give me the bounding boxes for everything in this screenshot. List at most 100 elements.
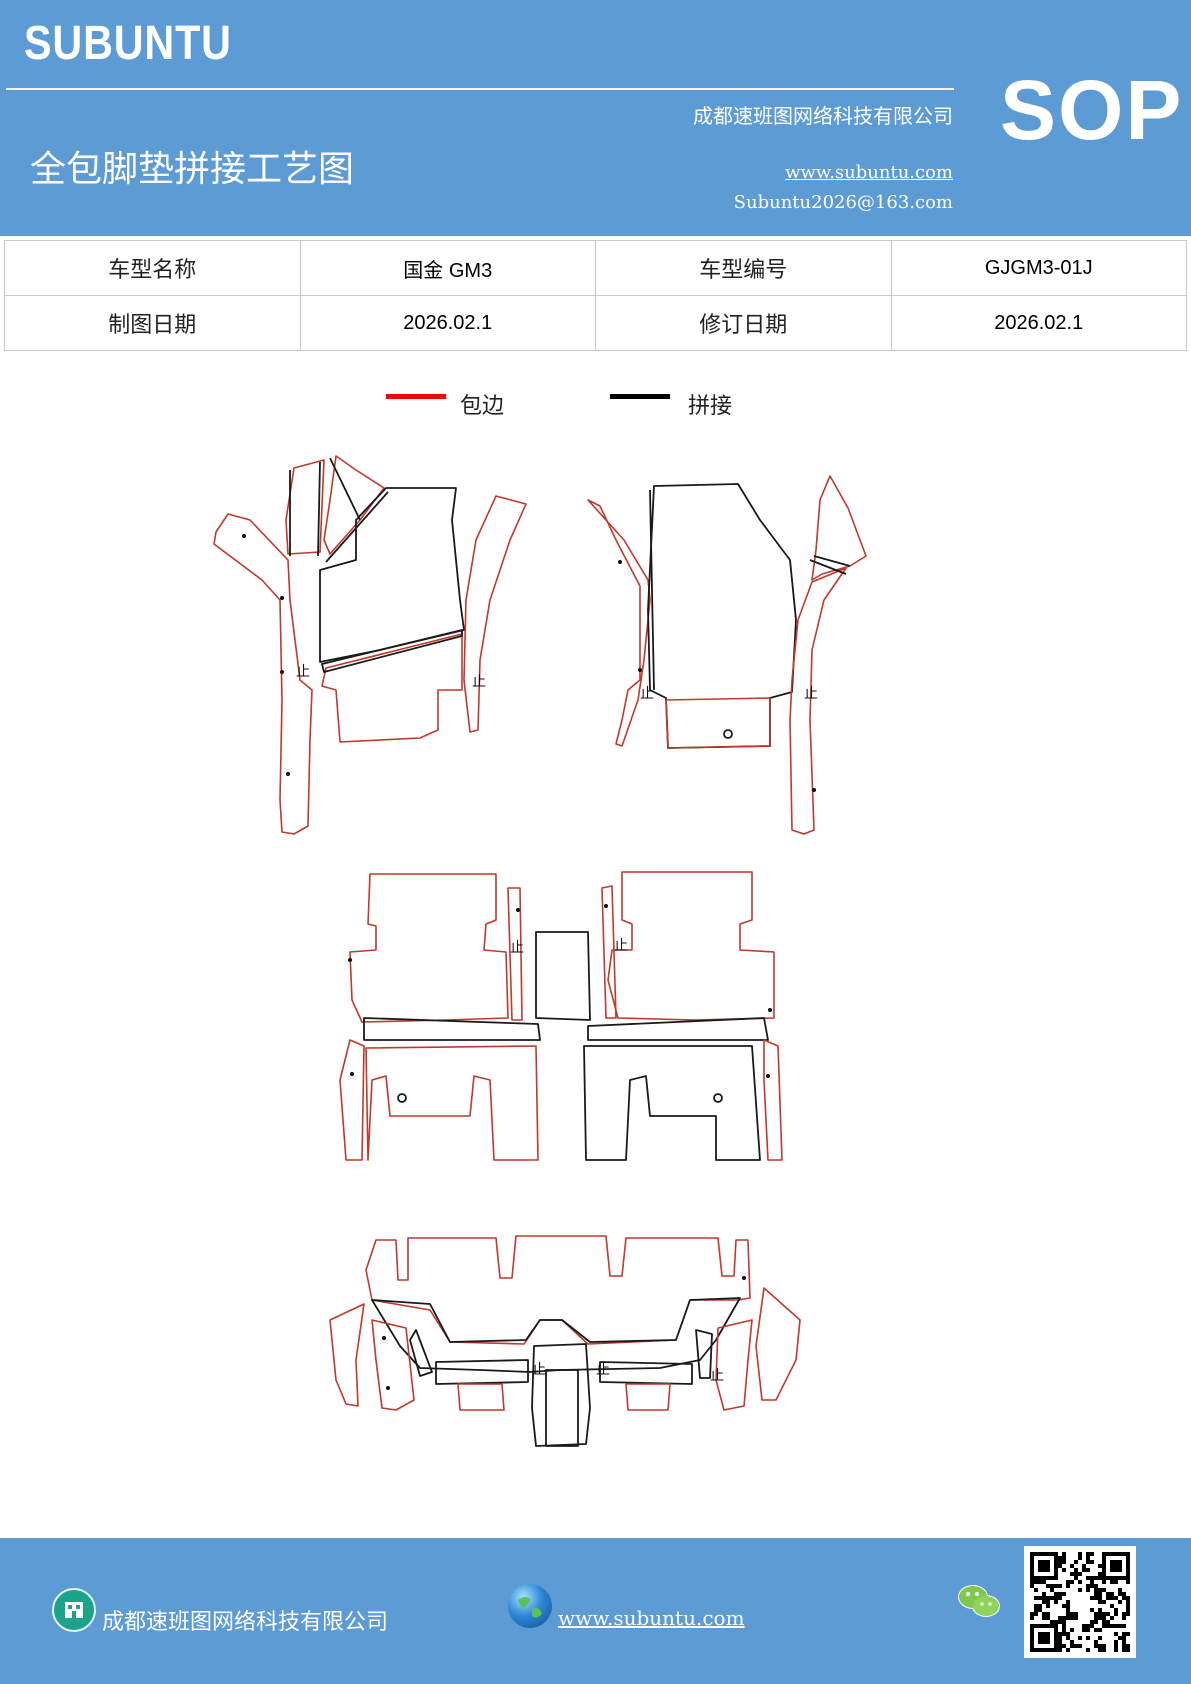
pin-dot (382, 1336, 386, 1340)
middle-left-mats (339, 873, 591, 1161)
document-code: SOP (1000, 63, 1184, 157)
mat-piece (321, 629, 463, 673)
mat-piece (545, 1369, 579, 1447)
legend-swatch-edging (386, 394, 446, 399)
company-name: 成都速班图网络科技有限公司 (693, 104, 953, 128)
mat-piece (587, 1017, 769, 1041)
legend-label-seam: 拼接 (688, 394, 733, 419)
mat-piece (599, 1361, 693, 1385)
mat-piece (409, 1329, 433, 1377)
mat-piece (587, 499, 651, 747)
clip-hole (723, 729, 733, 739)
stop-marker: 止 (614, 938, 628, 954)
stop-marker: 止 (596, 1362, 610, 1378)
qr-code[interactable] (1024, 1546, 1136, 1658)
mat-piece (363, 1017, 541, 1041)
mat-piece (457, 1383, 505, 1411)
mat-piece (329, 1303, 365, 1407)
mat-piece (811, 475, 867, 581)
pin-dot (604, 904, 608, 908)
pin-dot (242, 534, 246, 538)
pin-dot (348, 958, 352, 962)
mat-piece (371, 1297, 741, 1373)
pin-dot (766, 1074, 770, 1078)
draw-date-value: 2026.02.1 (299, 295, 596, 351)
footer-banner: 成都速班图网络科技有限公司 www.subuntu.com (0, 1538, 1191, 1684)
info-table: 车型名称 国金 GM3 车型编号 GJGM3-01J 制图日期 2026.02.… (4, 240, 1187, 351)
mat-piece (647, 483, 797, 749)
clip-hole (713, 1093, 723, 1103)
building-icon (52, 1588, 96, 1632)
mat-piece (339, 1039, 365, 1161)
front-left-mats (213, 455, 527, 835)
mat-piece (371, 1319, 415, 1411)
pin-dot (286, 772, 290, 776)
mat-piece (583, 1045, 761, 1161)
clip-hole (397, 1093, 407, 1103)
wechat-icon[interactable] (956, 1582, 1002, 1622)
mat-piece (531, 1343, 591, 1447)
pin-dot (618, 560, 622, 564)
table-row: 车型名称 国金 GM3 车型编号 GJGM3-01J (4, 240, 1187, 296)
model-code-label: 车型编号 (595, 240, 892, 296)
mat-piece (763, 1039, 783, 1161)
website-link[interactable]: www.subuntu.com (785, 162, 953, 183)
mat-piece (321, 633, 463, 743)
header-banner: SUBUNTU SOP 成都速班图网络科技有限公司 全包脚垫拼接工艺图 www.… (0, 0, 1191, 236)
pin-dot (386, 1386, 390, 1390)
mat-piece (607, 871, 775, 1021)
mat-piece (319, 487, 465, 663)
middle-right-mats (583, 871, 783, 1161)
mat-piece (285, 459, 325, 555)
mat-piece (715, 1319, 753, 1411)
mat-piece (507, 887, 523, 1021)
model-code-value: GJGM3-01J (890, 240, 1187, 296)
stop-marker: 止 (640, 686, 654, 702)
brand-logo: SUBUNTU (24, 17, 232, 70)
legend-label-edging: 包边 (460, 394, 505, 419)
mat-piece (365, 1235, 751, 1345)
mat-piece (323, 455, 385, 555)
pin-dot (812, 788, 816, 792)
seam-line (649, 489, 851, 691)
pin-dot (280, 670, 284, 674)
draw-date-label: 制图日期 (4, 295, 301, 351)
page-title: 全包脚垫拼接工艺图 (30, 149, 355, 190)
seam-line (289, 457, 389, 563)
pin-dot (768, 1008, 772, 1012)
pin-dot (742, 1276, 746, 1280)
stop-marker: 止 (804, 686, 818, 702)
email-address: Subuntu2026@163.com (733, 192, 953, 213)
pin-dot (516, 908, 520, 912)
table-row: 制图日期 2026.02.1 修订日期 2026.02.1 (4, 295, 1187, 351)
footer-website-link[interactable]: www.subuntu.com (558, 1606, 745, 1630)
mat-piece (789, 567, 847, 835)
mat-piece (665, 697, 771, 749)
mat-piece (365, 1045, 539, 1161)
front-right-mats (587, 475, 867, 835)
stop-marker: 止 (710, 1368, 724, 1384)
mat-piece (755, 1287, 801, 1401)
stop-marker: 止 (532, 1362, 546, 1378)
pin-dot (350, 1072, 354, 1076)
mat-piece (435, 1359, 529, 1385)
rear-mats (329, 1235, 801, 1447)
pin-dot (280, 596, 284, 600)
revise-date-label: 修订日期 (595, 295, 892, 351)
mat-piece (535, 931, 591, 1021)
mat-piece (601, 885, 617, 1019)
stop-markers: 止止止止止止止止止 (242, 534, 818, 1390)
stop-marker: 止 (510, 940, 524, 956)
stop-marker: 止 (296, 664, 310, 680)
model-name-label: 车型名称 (4, 240, 301, 296)
revise-date-value: 2026.02.1 (890, 295, 1187, 351)
footer-company-name: 成都速班图网络科技有限公司 (102, 1610, 389, 1635)
mat-piece (213, 513, 313, 835)
legend-swatch-seam (610, 394, 670, 399)
mat-piece (349, 873, 509, 1023)
header-divider (6, 88, 954, 90)
pin-dot (638, 668, 642, 672)
floor-mat-diagram: 止止止止止止止止止 (213, 455, 867, 1447)
stop-marker: 止 (472, 674, 486, 690)
mat-piece (695, 1329, 713, 1379)
